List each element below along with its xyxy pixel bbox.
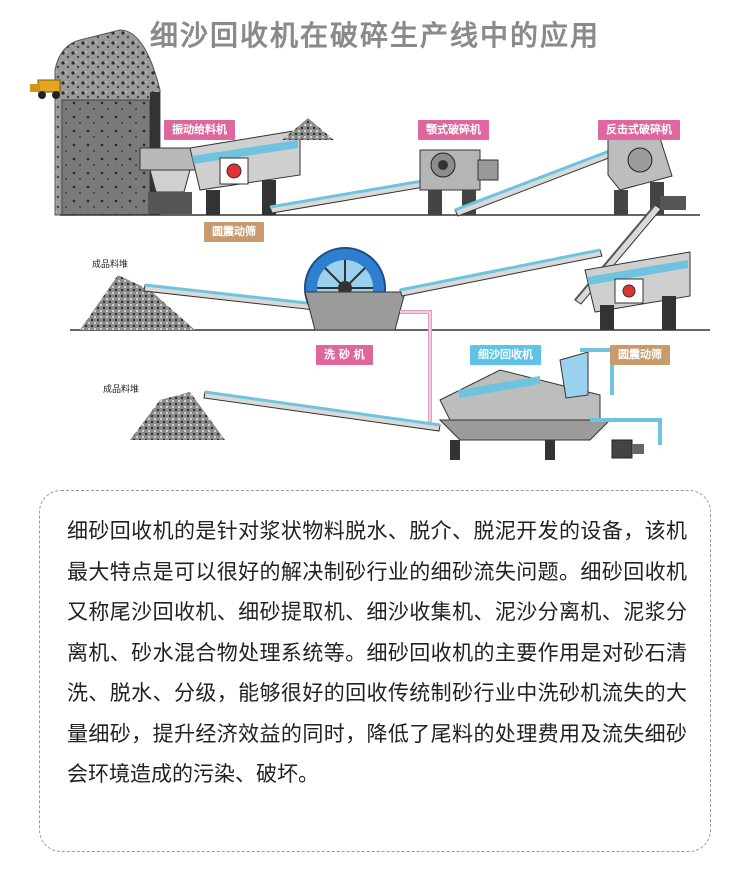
finished-stockpile-2 bbox=[130, 392, 225, 440]
impact-crusher-machine bbox=[607, 137, 686, 215]
label-finished-pile-2: 成品料堆 bbox=[103, 385, 140, 395]
label-jaw-crusher: 颚式破碎机 bbox=[418, 120, 489, 140]
conveyor-belt bbox=[269, 176, 443, 214]
circular-vibrating-screen-1 bbox=[189, 129, 301, 215]
vibrating-feeder-machine bbox=[139, 147, 201, 214]
description-box: 细砂回收机的是针对浆状物料脱水、脱介、脱泥开发的设备，该机最大特点是可以很好的解… bbox=[39, 490, 711, 852]
loader-icon bbox=[30, 79, 61, 99]
label-vibrating-feeder: 振动给料机 bbox=[164, 120, 235, 140]
fine-sand-recycler-machine bbox=[438, 351, 612, 460]
label-finished-pile-1: 成品料堆 bbox=[92, 260, 129, 270]
label-sand-washer: 洗 砂 机 bbox=[316, 345, 373, 365]
quarry-hill bbox=[54, 29, 161, 216]
finished-stockpile-1 bbox=[80, 275, 195, 330]
page-title: 细沙回收机在破碎生产线中的应用 bbox=[149, 19, 600, 52]
conveyor-belt bbox=[203, 390, 441, 432]
circular-vibrating-screen-2 bbox=[584, 251, 691, 330]
label-circular-screen-2: 圆震动筛 bbox=[610, 345, 670, 365]
jaw-crusher-machine bbox=[419, 149, 499, 215]
sand-washer-tank bbox=[304, 291, 406, 331]
conveyor-belt bbox=[143, 283, 326, 312]
label-circular-screen-1: 圆震动筛 bbox=[204, 222, 264, 242]
stockpile-cone-top bbox=[282, 118, 334, 140]
conveyor-belt bbox=[399, 248, 603, 297]
slurry-pump bbox=[611, 439, 644, 459]
label-fine-sand-recycler: 细沙回收机 bbox=[470, 345, 541, 365]
production-line-diagram bbox=[30, 29, 710, 460]
description-text: 细砂回收机的是针对浆状物料脱水、脱介、脱泥开发的设备，该机最大特点是可以很好的解… bbox=[67, 519, 687, 786]
label-impact-crusher: 反击式破碎机 bbox=[598, 120, 680, 140]
